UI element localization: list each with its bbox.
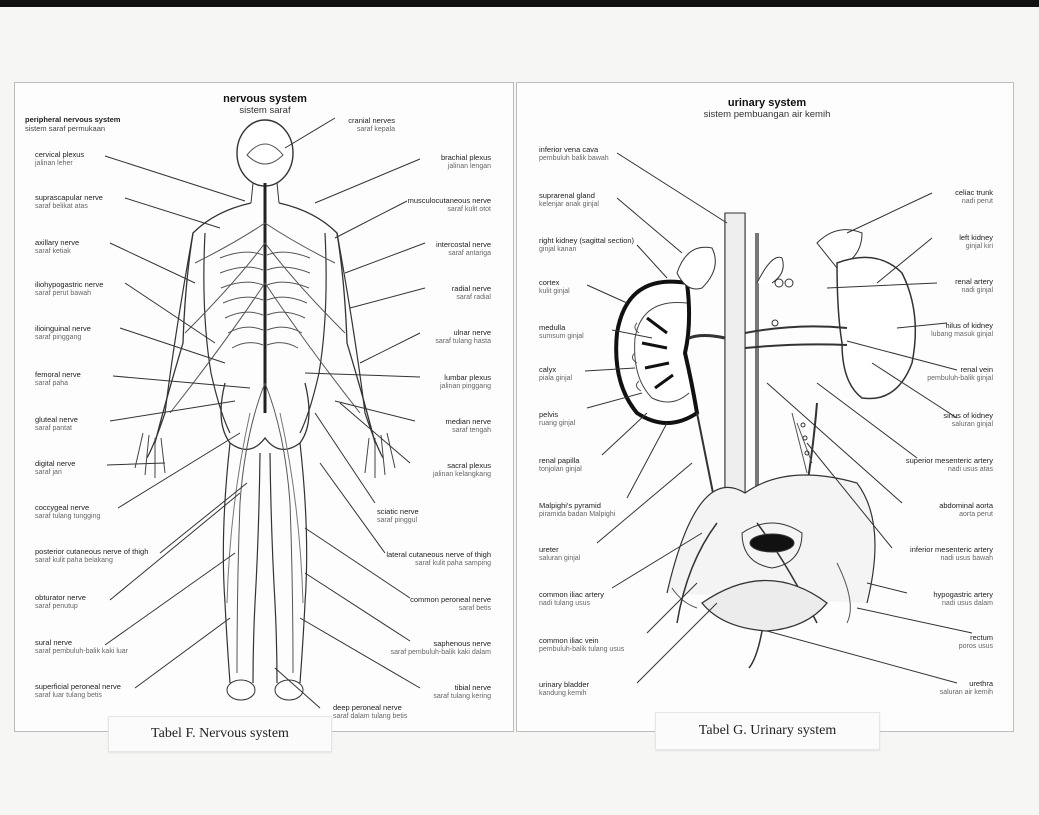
subtitle-text: peripheral nervous system [25,115,120,124]
nervous-subtitle: peripheral nervous system sistem saraf p… [25,115,120,133]
subtitle-translation: sistem saraf permukaan [25,124,120,133]
label-right-kidney: right kidney (sagittal section)ginjal ka… [539,236,634,254]
title-text: urinary system [667,97,867,109]
caption-nervous-system: Tabel F. Nervous system [108,716,332,752]
urinary-title: urinary system sistem pembuangan air kem… [667,97,867,121]
title-translation: sistem saraf [200,105,330,117]
nervous-title: nervous system sistem saraf [200,93,330,117]
title-text: nervous system [200,93,330,105]
urinary-system-panel: urinary system sistem pembuangan air kem… [516,82,1014,732]
caption-urinary-system: Tabel G. Urinary system [655,712,880,750]
nervous-system-figure [15,83,513,731]
scan-top-edge [0,0,1039,7]
title-translation: sistem pembuangan air kemih [667,109,867,121]
nervous-system-panel: nervous system sistem saraf peripheral n… [14,82,514,732]
